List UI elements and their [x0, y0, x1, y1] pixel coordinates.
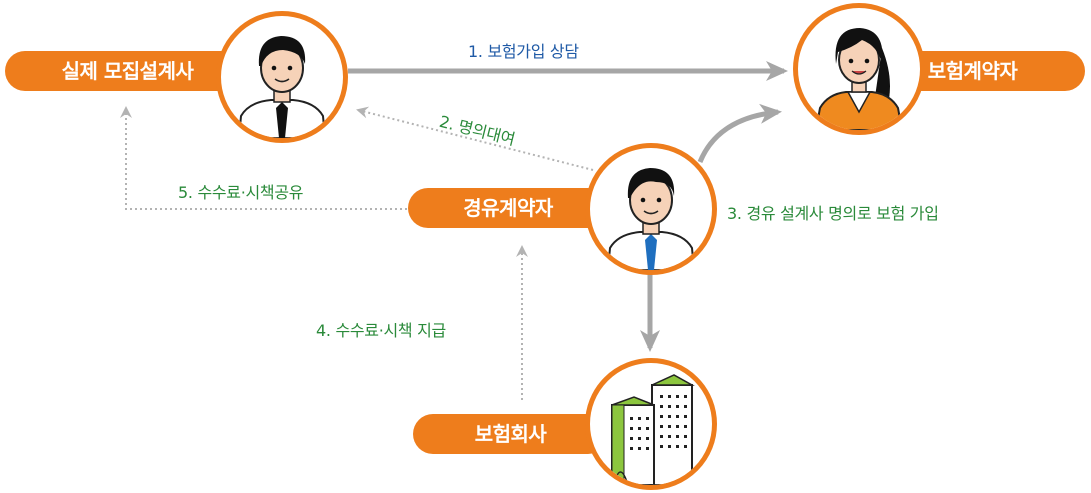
edge-label-fee-payment: 4. 수수료·시책 지급 [316, 321, 446, 340]
actual-agent-node [216, 11, 348, 143]
male-contractor-avatar-icon [606, 168, 696, 270]
insurer-node [585, 358, 717, 490]
male-agent-avatar-icon [237, 36, 327, 138]
actual-agent-pill: 실제 모집설계사 [5, 51, 250, 91]
borrowed-contractor-node [585, 143, 717, 275]
actual-agent-label: 실제 모집설계사 [61, 59, 194, 83]
edge-label-consultation: 1. 보험가입 상담 [468, 42, 579, 61]
policyholder-label: 보험계약자 [927, 59, 1018, 83]
arrow-subscription-via-contractor [697, 103, 782, 163]
edge-label-fee-sharing: 5. 수수료·시책공유 [178, 183, 304, 202]
insurer-label: 보험회사 [474, 422, 547, 446]
office-building-icon [611, 374, 695, 485]
female-policyholder-avatar-icon [814, 28, 904, 130]
arrow-name-lending [356, 106, 594, 171]
borrowed-contractor-pill: 경유계약자 [408, 188, 608, 228]
policyholder-node [793, 3, 925, 135]
borrowed-contractor-label: 경유계약자 [463, 196, 553, 220]
insurer-pill: 보험회사 [413, 414, 608, 454]
edge-label-subscription: 3. 경유 설계사 명의로 보험 가입 [727, 204, 939, 223]
arrow-fee-sharing [120, 106, 412, 210]
